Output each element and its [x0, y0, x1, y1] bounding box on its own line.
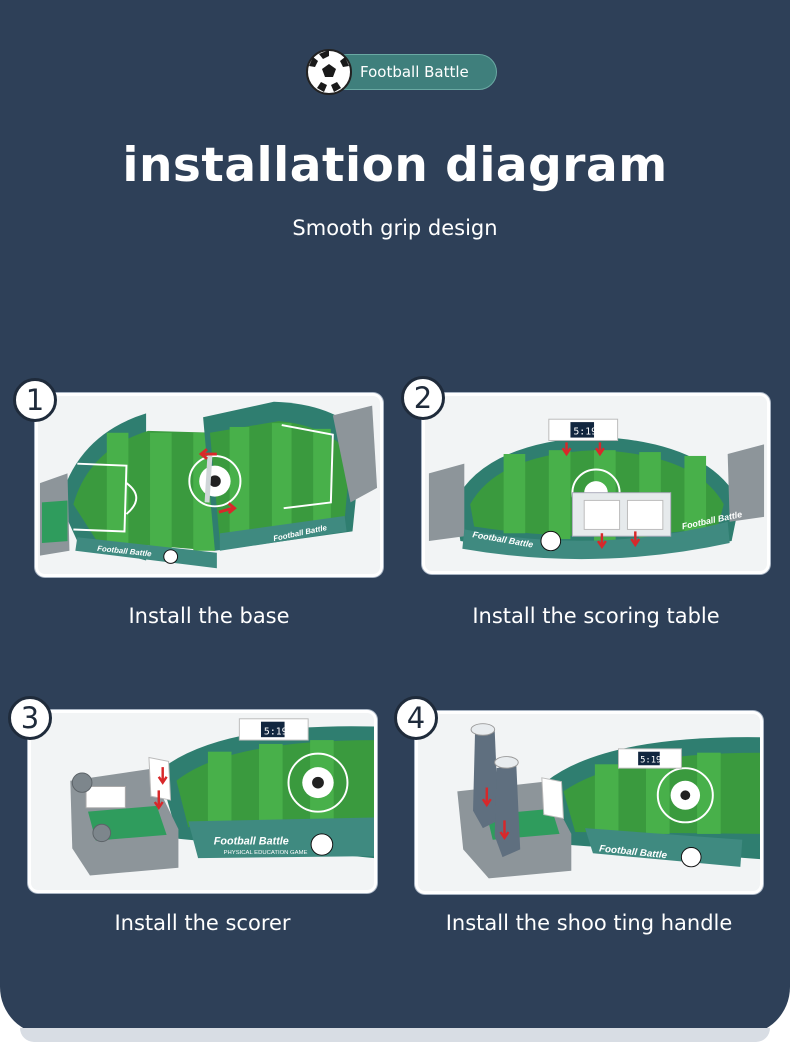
step-2-caption: Install the scoring table	[472, 604, 720, 628]
svg-text:Football Battle: Football Battle	[214, 836, 289, 848]
step-3-image: Football Battle PHYSICAL EDUCATION GAME …	[28, 710, 377, 893]
step-4-number-badge: 4	[394, 696, 438, 740]
step-1-image: Football Battle Football Battle	[35, 393, 383, 577]
step-3-caption: Install the scorer	[114, 911, 291, 935]
page-subtitle: Smooth grip design	[292, 216, 498, 240]
brand-pill: Football Battle	[329, 54, 497, 90]
step-1-caption: Install the base	[128, 604, 290, 628]
brand-label: Football Battle	[360, 63, 469, 81]
svg-text:5:19: 5:19	[640, 755, 661, 765]
step-3-tagline-text: PHYSICAL EDUCATION GAME	[224, 850, 308, 856]
brand-badge: Football Battle	[305, 49, 497, 95]
step-3-number-badge: 3	[8, 696, 52, 740]
step-2-number-badge: 2	[401, 376, 445, 420]
soccer-ball-icon	[305, 48, 353, 96]
step-4-caption: Install the shoo ting handle	[445, 911, 733, 935]
step-1-number-badge: 1	[13, 378, 57, 422]
step-2-image: Football Battle Football Battle 5:19	[422, 393, 770, 574]
page-title: installation diagram	[122, 138, 668, 193]
step-4-image: Football Battle 5:19	[415, 711, 763, 894]
panel-shadow	[20, 1028, 770, 1042]
svg-text:5:19: 5:19	[264, 726, 288, 737]
step-2-score-text: 5:19	[573, 427, 597, 438]
